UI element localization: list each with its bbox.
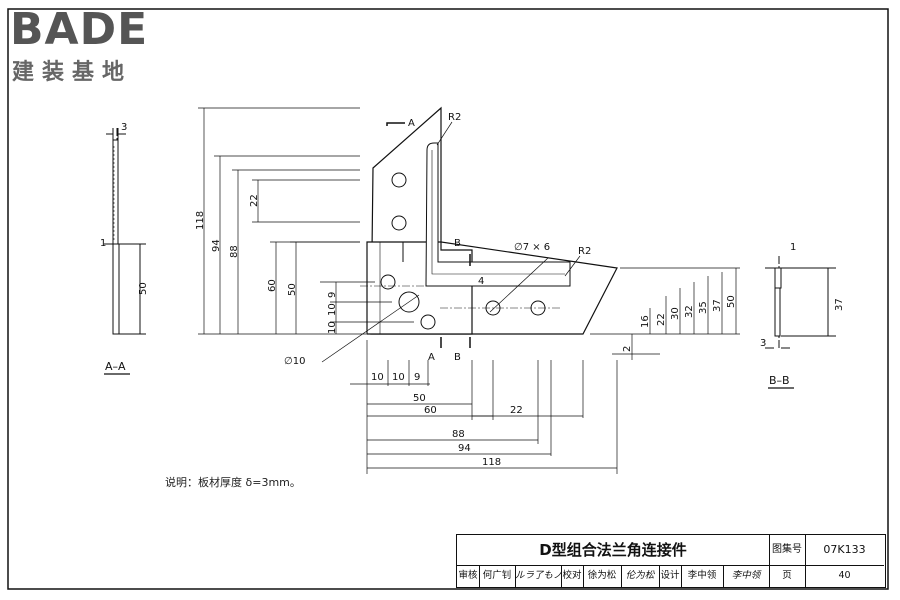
bb-step-dim: 1: [790, 242, 796, 253]
bb-thickness-dim: 3: [760, 338, 766, 349]
view-aa-label: A–A: [105, 360, 126, 373]
aa-thickness-dim: 3: [121, 122, 127, 133]
design-label: 设计: [659, 565, 682, 587]
dim-30-right: 30: [670, 307, 681, 320]
section-b-bottom-label: B: [454, 352, 461, 363]
reviewer-signature: ルラ了もノ: [515, 565, 562, 587]
right-dimensions: [590, 267, 740, 360]
dim-50-horizontal: 50: [413, 393, 426, 404]
atlas-number-label: 图集号: [769, 535, 806, 566]
dim-37-right: 37: [712, 299, 723, 312]
bottom-dimensions: [350, 340, 618, 474]
section-bb-view: [765, 256, 836, 389]
dim-22-vertical: 22: [249, 194, 260, 207]
dim-10a-vertical: 10: [327, 303, 338, 316]
check-label: 校对: [561, 565, 584, 587]
dim-94-vertical: 94: [211, 239, 222, 252]
section-b-left-label: B: [454, 238, 461, 249]
logo-brand-text: BADE: [10, 4, 149, 55]
left-dimensions: [198, 107, 414, 335]
logo-subtitle: 建装基地: [12, 60, 133, 85]
brand-logo: BADE 建装基地: [8, 4, 178, 85]
radius-top-label: R2: [448, 112, 461, 123]
page-number: 40: [838, 570, 851, 581]
hole-diameter-label: ∅10: [284, 356, 305, 367]
aa-length-dim: 50: [138, 282, 149, 295]
designer-signature: 李中领: [723, 565, 770, 587]
dim-10b-vertical: 10: [327, 321, 338, 334]
dim-50-right: 50: [726, 295, 737, 308]
corner-bracket-part: [321, 106, 618, 363]
dim-10b-horizontal: 10: [392, 372, 405, 383]
dim-118-horizontal: 118: [482, 457, 501, 468]
review-label: 审核: [457, 565, 480, 587]
designer-name: 李中领: [681, 565, 724, 587]
atlas-number: 07K133: [805, 535, 884, 566]
dim-94-horizontal: 94: [458, 443, 471, 454]
dim-32-right: 32: [684, 305, 695, 318]
dim-50-vertical: 50: [287, 283, 298, 296]
radius-right-label: R2: [578, 246, 591, 257]
dim-16-right: 16: [640, 315, 651, 328]
material-note: 说明：板材厚度 δ=3mm。: [165, 476, 301, 489]
dim-60-vertical: 60: [267, 279, 278, 292]
dim-4-flange: 4: [478, 276, 484, 287]
drawing-border: [7, 8, 889, 590]
page-label: 页: [769, 565, 806, 587]
dim-88-horizontal: 88: [452, 429, 465, 440]
slot-hole-label: ∅7 × 6: [514, 242, 550, 253]
dim-22-horizontal: 22: [510, 405, 523, 416]
dim-35-right: 35: [698, 301, 709, 314]
dim-22-right: 22: [656, 313, 667, 326]
view-bb-label: B–B: [769, 374, 790, 387]
dim-9-horizontal: 9: [414, 372, 420, 383]
section-a-top-label: A: [408, 118, 415, 129]
dim-9-vertical: 9: [327, 292, 338, 298]
dim-10a-horizontal: 10: [371, 372, 384, 383]
signature-row: 审核 何广钊 ルラ了もノ 校对 徐为松 伦为松 设计 李中领 李中领 页 40: [457, 565, 885, 587]
dim-88-vertical: 88: [229, 245, 240, 258]
bb-length-dim: 37: [834, 298, 845, 311]
section-a-bottom-label: A: [428, 352, 435, 363]
checker-signature: 伦为松: [621, 565, 660, 587]
aa-step-dim: 1: [100, 238, 106, 249]
dim-118-vertical: 118: [195, 211, 206, 230]
dim-60-horizontal: 60: [424, 405, 437, 416]
reviewer-name: 何广钊: [479, 565, 516, 587]
dim-2-right: 2: [622, 346, 633, 352]
title-block: D型组合法兰角连接件 图集号 07K133 审核 何广钊 ルラ了もノ 校对 徐为…: [456, 534, 886, 588]
drawing-title: D型组合法兰角连接件: [457, 535, 770, 566]
section-aa-view: [104, 128, 146, 375]
checker-name: 徐为松: [583, 565, 622, 587]
